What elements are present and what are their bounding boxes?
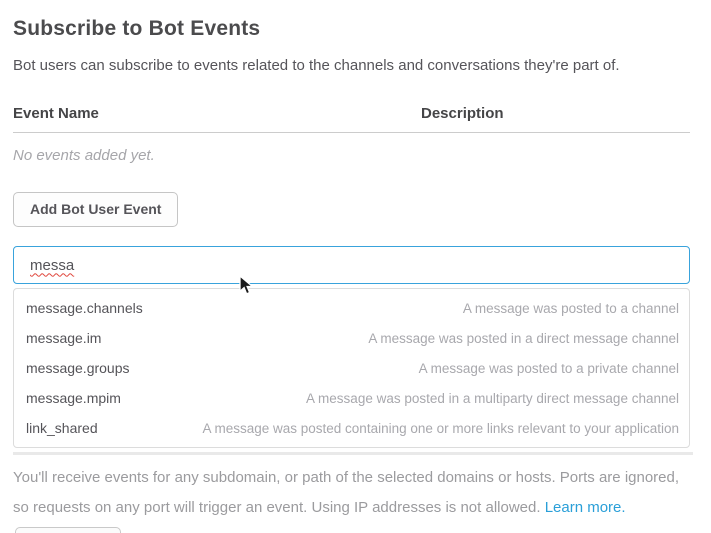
suggestion-description: A message was posted in a direct message… — [368, 330, 679, 346]
suggestion-name: message.channels — [26, 300, 143, 316]
empty-events-message: No events added yet. — [13, 147, 155, 164]
subscribe-bot-events-section: Subscribe to Bot Events Bot users can su… — [0, 16, 711, 533]
suggestion-name: message.groups — [26, 360, 130, 376]
section-divider — [13, 452, 693, 455]
event-search-input-value: messa — [30, 256, 75, 274]
suggestion-description: A message was posted to a channel — [462, 300, 679, 316]
column-header-event-name: Event Name — [13, 105, 99, 122]
page-subtitle: Bot users can subscribe to events relate… — [13, 57, 620, 74]
suggestion-message-channels[interactable]: message.channels A message was posted to… — [14, 293, 689, 323]
suggestion-description: A message was posted to a private channe… — [418, 360, 679, 376]
add-bot-user-event-button[interactable]: Add Bot User Event — [13, 192, 179, 227]
suggestion-message-mpim[interactable]: message.mpim A message was posted in a m… — [14, 383, 689, 413]
event-suggestions-dropdown: message.channels A message was posted to… — [13, 288, 690, 448]
events-table-header: Event Name Description — [13, 104, 690, 133]
suggestion-description: A message was posted containing one or m… — [202, 420, 679, 436]
suggestion-name: link_shared — [26, 420, 98, 436]
domains-note-text: You'll receive events for any subdomain,… — [13, 469, 680, 516]
page-title: Subscribe to Bot Events — [13, 17, 261, 40]
event-search-input[interactable]: messa — [13, 246, 690, 284]
learn-more-link[interactable]: Learn more. — [544, 499, 626, 516]
suggestion-description: A message was posted in a multiparty dir… — [306, 390, 679, 406]
suggestion-message-im[interactable]: message.im A message was posted in a dir… — [14, 323, 689, 353]
partial-bottom-button[interactable] — [15, 527, 121, 533]
suggestion-message-groups[interactable]: message.groups A message was posted to a… — [14, 353, 689, 383]
suggestion-name: message.mpim — [26, 390, 121, 406]
column-header-description: Description — [421, 105, 504, 122]
domains-note: You'll receive events for any subdomain,… — [13, 463, 690, 523]
suggestion-name: message.im — [26, 330, 102, 346]
suggestion-link-shared[interactable]: link_shared A message was posted contain… — [14, 413, 689, 443]
